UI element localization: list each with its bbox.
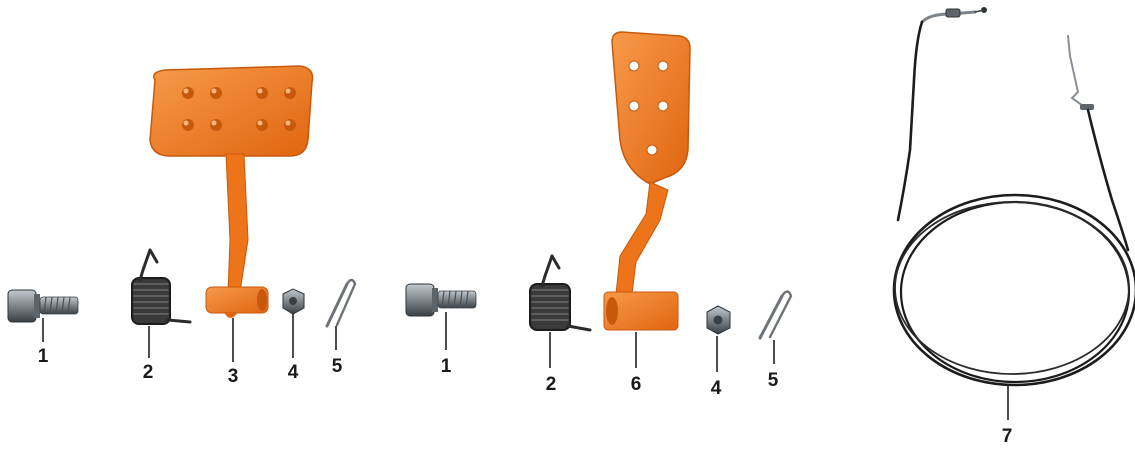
part-number-label: 7: [1002, 426, 1013, 447]
middle-assembly: 1 2 6 4 5: [406, 32, 791, 399]
left-assembly: 1 2 3 4 5: [8, 66, 355, 387]
part-number-label: 6: [631, 374, 642, 395]
part-number-label: 5: [768, 370, 779, 391]
cotter-pin-icon: [760, 292, 791, 339]
brake-pedal-icon: [150, 66, 313, 318]
part-number-label: 1: [441, 356, 452, 377]
part-number-label: 2: [143, 362, 154, 383]
nut-icon: [283, 289, 304, 314]
torsion-spring-icon: [530, 256, 590, 330]
part-number-label: 4: [711, 378, 722, 399]
bolt-icon: [8, 290, 78, 322]
nut-icon: [707, 306, 730, 334]
part-number-label: 3: [228, 366, 239, 387]
throttle-pedal-icon: [604, 32, 690, 330]
part-number-label: 5: [332, 356, 343, 377]
throttle-cable-icon: [894, 7, 1135, 385]
part-number-label: 4: [288, 362, 299, 383]
cotter-pin-icon: [327, 280, 355, 326]
part-number-label: 2: [546, 374, 557, 395]
part-number-label: 1: [38, 346, 49, 367]
torsion-spring-icon: [132, 250, 190, 324]
bolt-icon: [406, 284, 476, 316]
